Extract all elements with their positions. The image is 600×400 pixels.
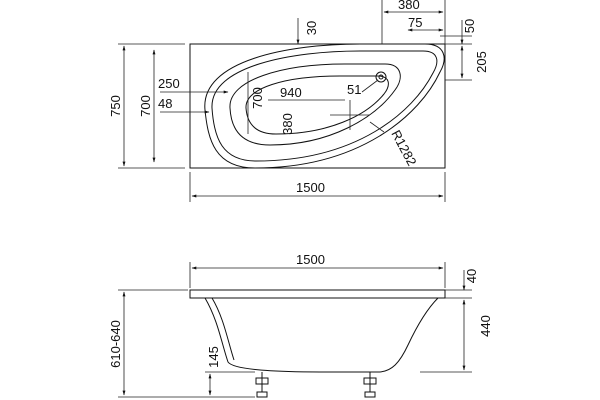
leg-left [255, 372, 269, 398]
dim-label-440: 440 [478, 315, 493, 337]
dim-label-1500-side: 1500 [296, 252, 325, 267]
dim-line-r1282 [369, 121, 385, 133]
side-rim [189, 289, 446, 299]
dim-label-1500-top: 1500 [296, 180, 325, 195]
dim-label-145: 145 [206, 346, 221, 368]
dim-label-380-basin: 380 [280, 113, 295, 135]
drain-circle [375, 71, 387, 83]
tub-outer-rim [204, 43, 445, 169]
side-body-inner [211, 297, 235, 361]
dim-label-700-basin: 700 [250, 87, 265, 109]
dim-label-750: 750 [108, 95, 123, 117]
tub-basin-floor [245, 75, 389, 135]
dim-line-51 [361, 79, 379, 93]
dim-label-610-640: 610-640 [108, 320, 123, 368]
dim-label-940: 940 [280, 85, 302, 100]
dim-label-75: 75 [408, 15, 422, 30]
dim-label-250: 250 [158, 76, 180, 91]
dim-label-700-left: 700 [138, 95, 153, 117]
drain-center [378, 74, 384, 80]
dim-label-30: 30 [304, 21, 319, 35]
tub-basin [229, 63, 401, 146]
dim-label-51: 51 [347, 82, 361, 97]
tub-rim-inner-line [211, 50, 438, 162]
dim-label-205: 205 [474, 51, 489, 73]
side-body [204, 297, 439, 373]
side-view: 1500 40 440 610-640 145 [108, 252, 493, 398]
top-view: 750 700 250 48 30 700 940 380 51 R1282 3… [108, 0, 489, 202]
dim-label-380-top: 380 [398, 0, 420, 12]
dim-label-50: 50 [462, 19, 477, 33]
dim-label-40: 40 [464, 269, 479, 283]
leg-right [363, 372, 377, 398]
dim-label-48: 48 [158, 96, 172, 111]
dim-label-r1282: R1282 [388, 127, 419, 168]
